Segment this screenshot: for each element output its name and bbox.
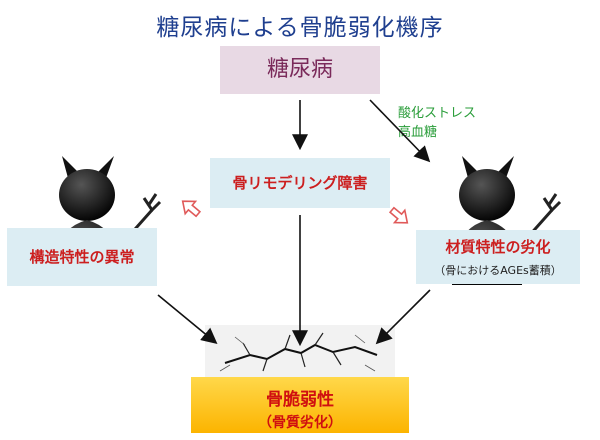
hollow-arrow-right <box>388 206 409 224</box>
fragility-sub-label: （骨質劣化） <box>258 415 342 431</box>
material-box: 材質特性の劣化 （骨におけるAGEs蓄積） <box>416 230 580 284</box>
arrow-structural-fragility <box>157 294 218 345</box>
remodeling-box: 骨リモデリング障害 <box>210 158 390 208</box>
fragility-label: 骨脆弱性 <box>266 390 334 410</box>
arrow-diabetes-material <box>369 99 431 163</box>
fragility-box: 骨脆弱性 （骨質劣化） <box>191 377 409 433</box>
structural-box: 構造特性の異常 <box>7 228 157 286</box>
hollow-arrow-left <box>181 200 202 218</box>
stress-label-hyperglycemia: 高血糖 <box>398 125 438 140</box>
arrow-material-fragility <box>375 289 431 345</box>
material-sub-label: （骨におけるAGEs蓄積） <box>434 264 562 277</box>
diabetes-box: 糖尿病 <box>220 46 380 94</box>
material-label: 材質特性の劣化 <box>445 238 551 256</box>
page-title: 糖尿病による骨脆弱化機序 <box>156 15 444 41</box>
stress-label-oxidative: 酸化ストレス <box>398 106 477 121</box>
stress-labels: 酸化ストレス 高血糖 <box>398 104 476 142</box>
